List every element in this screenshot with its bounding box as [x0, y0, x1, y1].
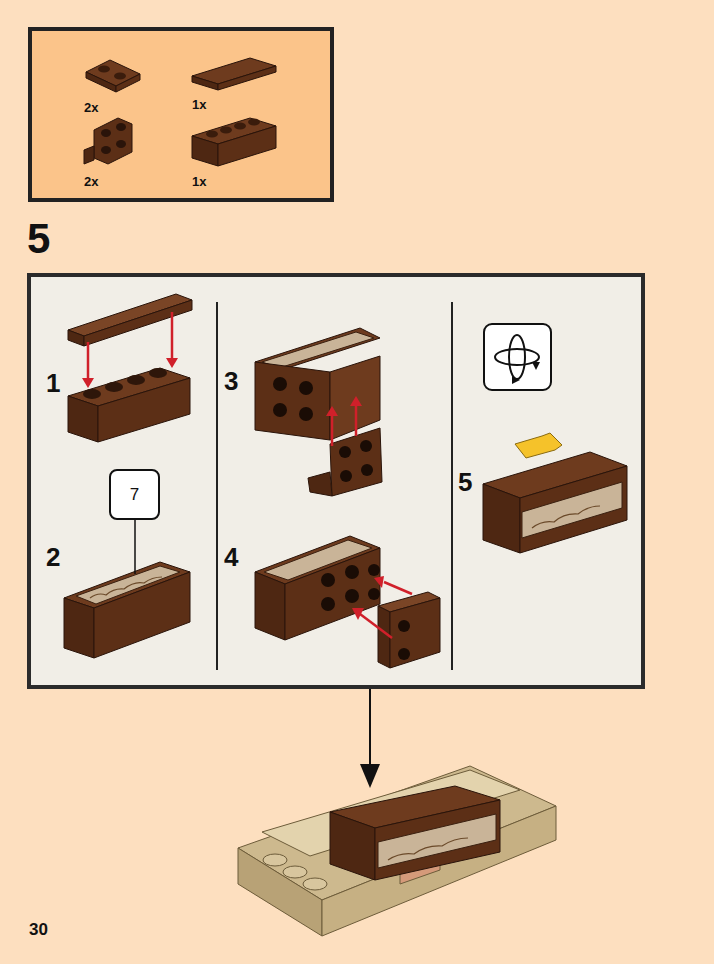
page-number: 30: [29, 921, 48, 938]
callout-leader: [134, 520, 136, 574]
brick-1x4: [192, 118, 276, 166]
divider: [216, 302, 218, 670]
rotate-icon: [484, 324, 551, 390]
substep-1-art: [68, 294, 192, 442]
quantity-label: 1x: [192, 175, 206, 188]
pointer-arrow: [369, 689, 371, 768]
plate-1x2: [86, 60, 140, 92]
divider: [451, 302, 453, 670]
substep-4-art: [255, 536, 440, 668]
substep-number: 4: [224, 544, 238, 570]
substep-number: 3: [224, 368, 238, 394]
step-panel: [31, 277, 641, 685]
step-number: 5: [27, 218, 50, 260]
pointer-arrowhead: [360, 764, 380, 788]
bracket-1x2-2x2: [84, 118, 132, 164]
quantity-label: 2x: [84, 101, 98, 114]
substep-5-art: [483, 324, 627, 553]
parts-frame: [28, 27, 334, 202]
substep-number: 2: [46, 544, 60, 570]
callout-number: 7: [130, 486, 139, 503]
quantity-label: 1x: [192, 98, 206, 111]
quantity-label: 2x: [84, 175, 98, 188]
parts-panel: [32, 31, 330, 198]
substep-number: 5: [458, 469, 472, 495]
substep-3-art: [255, 328, 382, 496]
tile-1x4: [192, 58, 276, 90]
substep-number: 1: [46, 370, 60, 396]
parts-list-panel: 2x 1x 2x 1x: [32, 31, 330, 198]
model-art: [238, 766, 556, 936]
substep-2-art: [64, 520, 190, 658]
step-frame: [27, 273, 645, 689]
sticker-callout: 7: [109, 469, 160, 520]
